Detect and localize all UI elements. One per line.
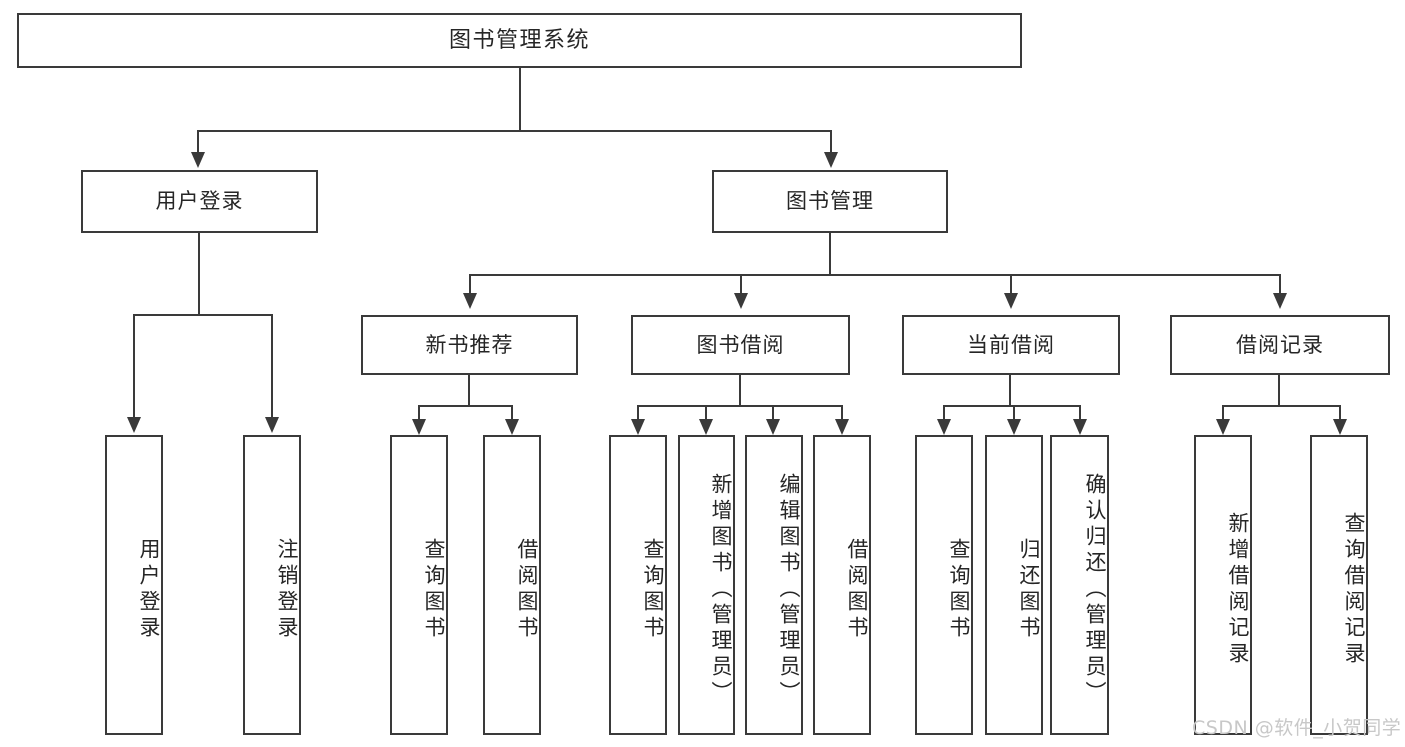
leaf-user-login[interactable]: 用户登录	[105, 435, 163, 735]
connector-root-stem	[519, 68, 521, 131]
node-label: 借阅图书	[515, 538, 539, 642]
connector-bb-leaf-3	[772, 405, 774, 421]
leaf-cb-query-book[interactable]: 查询图书	[915, 435, 973, 735]
node-label: 确认归还（管理员）	[1083, 473, 1107, 707]
node-label: 查询借阅记录	[1342, 512, 1366, 668]
arrowhead-new-book-recommend	[463, 293, 477, 309]
node-label: 新书推荐	[425, 332, 514, 357]
connector-root-bus	[197, 130, 832, 132]
connector-to-book-management	[830, 130, 832, 154]
leaf-logout[interactable]: 注销登录	[243, 435, 301, 735]
leaf-bb-add-book[interactable]: 新增图书（管理员）	[678, 435, 735, 735]
connector-br-leaf-2	[1339, 405, 1341, 421]
arrowhead-cb-confirm-return	[1073, 419, 1087, 435]
node-label: 查询图书	[422, 538, 446, 642]
connector-user-login-bus	[133, 314, 272, 316]
node-label: 查询图书	[947, 538, 971, 642]
connector-user-login-leaf-1	[133, 314, 135, 419]
connector-br-leaf-1	[1222, 405, 1224, 421]
node-user-login[interactable]: 用户登录	[81, 170, 318, 233]
connector-book-management-stem	[829, 233, 831, 275]
arrowhead-bb-add-book	[699, 419, 713, 435]
connector-cb-leaf-1	[943, 405, 945, 421]
arrowhead-borrow-record	[1273, 293, 1287, 309]
leaf-bb-borrow-book[interactable]: 借阅图书	[813, 435, 871, 735]
connector-cb-leaf-2	[1013, 405, 1015, 421]
node-label: 借阅图书	[845, 538, 869, 642]
leaf-br-query-record[interactable]: 查询借阅记录	[1310, 435, 1368, 735]
arrowhead-bb-edit-book	[766, 419, 780, 435]
node-label: 图书管理系统	[448, 27, 590, 53]
arrowhead-nbr-query-book	[412, 419, 426, 435]
connector-bb-leaf-4	[841, 405, 843, 421]
connector-new-book-recommend-bus	[418, 405, 512, 407]
node-label: 借阅记录	[1236, 332, 1324, 357]
arrowhead-user-login	[191, 152, 205, 168]
connector-user-login-stem	[198, 233, 200, 315]
connector-current-borrow-bus	[943, 405, 1080, 407]
arrowhead-cb-return-book	[1007, 419, 1021, 435]
connector-to-new-book-recommend	[469, 274, 471, 295]
arrowhead-nbr-borrow-book	[505, 419, 519, 435]
arrowhead-leaf-logout	[265, 417, 279, 433]
arrowhead-bb-borrow-book	[835, 419, 849, 435]
node-label: 新增借阅记录	[1226, 512, 1250, 668]
arrowhead-br-query-record	[1333, 419, 1347, 435]
node-label: 新增图书（管理员）	[709, 473, 733, 707]
connector-book-borrow-bus	[637, 405, 842, 407]
connector-bb-leaf-2	[705, 405, 707, 421]
connector-borrow-record-stem	[1278, 375, 1280, 406]
node-book-management[interactable]: 图书管理	[712, 170, 948, 233]
node-current-borrow[interactable]: 当前借阅	[902, 315, 1120, 375]
connector-to-borrow-record	[1279, 274, 1281, 295]
connector-current-borrow-stem	[1009, 375, 1011, 406]
connector-to-current-borrow	[1010, 274, 1012, 295]
leaf-nbr-borrow-book[interactable]: 借阅图书	[483, 435, 541, 735]
arrowhead-book-management	[824, 152, 838, 168]
connector-to-user-login	[197, 130, 199, 154]
leaf-br-add-record[interactable]: 新增借阅记录	[1194, 435, 1252, 735]
connector-nbr-leaf-2	[511, 405, 513, 421]
arrowhead-bb-query-book	[631, 419, 645, 435]
node-label: 当前借阅	[967, 332, 1055, 357]
leaf-bb-edit-book[interactable]: 编辑图书（管理员）	[745, 435, 803, 735]
connector-book-management-bus	[469, 274, 1281, 276]
arrowhead-current-borrow	[1004, 293, 1018, 309]
connector-to-book-borrow	[740, 274, 742, 295]
connector-book-borrow-stem	[739, 375, 741, 406]
connector-bb-leaf-1	[637, 405, 639, 421]
node-label: 注销登录	[275, 538, 299, 642]
node-new-book-recommend[interactable]: 新书推荐	[361, 315, 578, 375]
arrowhead-cb-query-book	[937, 419, 951, 435]
node-label: 图书管理	[786, 189, 874, 214]
node-label: 查询图书	[641, 538, 665, 642]
arrowhead-book-borrow	[734, 293, 748, 309]
connector-borrow-record-bus	[1222, 405, 1340, 407]
node-root-book-management-system[interactable]: 图书管理系统	[17, 13, 1022, 68]
node-label: 图书借阅	[696, 332, 785, 357]
leaf-cb-confirm-return[interactable]: 确认归还（管理员）	[1050, 435, 1109, 735]
node-label: 编辑图书（管理员）	[777, 473, 801, 707]
leaf-bb-query-book[interactable]: 查询图书	[609, 435, 667, 735]
connector-nbr-leaf-1	[418, 405, 420, 421]
arrowhead-leaf-user-login	[127, 417, 141, 433]
connector-new-book-recommend-stem	[468, 375, 470, 406]
node-label: 归还图书	[1017, 538, 1041, 642]
node-borrow-record[interactable]: 借阅记录	[1170, 315, 1390, 375]
leaf-nbr-query-book[interactable]: 查询图书	[390, 435, 448, 735]
node-book-borrow[interactable]: 图书借阅	[631, 315, 850, 375]
connector-user-login-leaf-2	[271, 314, 273, 419]
node-label: 用户登录	[155, 189, 244, 214]
arrowhead-br-add-record	[1216, 419, 1230, 435]
node-label: 用户登录	[137, 538, 161, 642]
connector-cb-leaf-3	[1079, 405, 1081, 421]
leaf-cb-return-book[interactable]: 归还图书	[985, 435, 1043, 735]
